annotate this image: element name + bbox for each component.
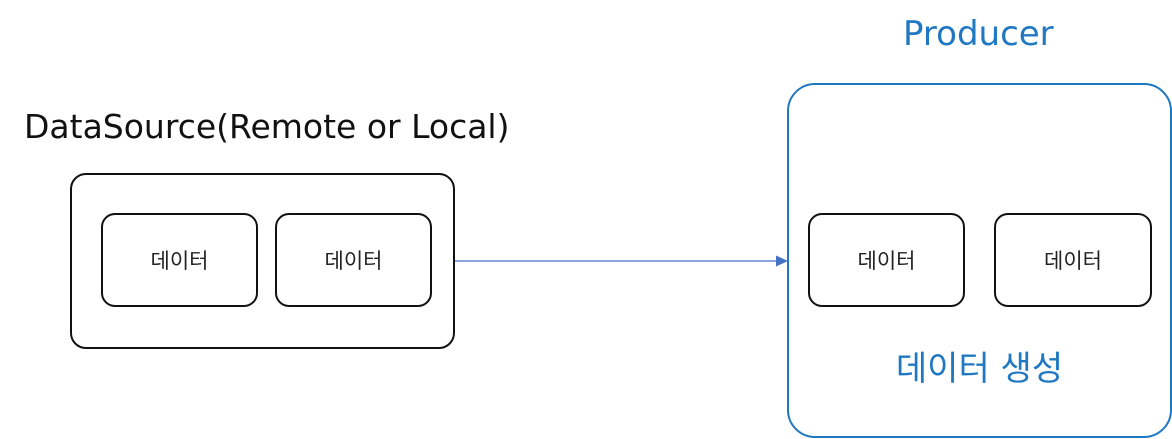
datasource-data-item: 데이터 [101,213,258,307]
datasource-data-item: 데이터 [275,213,432,307]
datasource-title: DataSource(Remote or Local) [24,107,510,146]
producer-caption: 데이터 생성 [895,349,1064,389]
producer-data-item: 데이터 [808,213,965,307]
flow-arrowhead [776,255,788,267]
producer-title: Producer [903,14,1054,54]
producer-data-item: 데이터 [994,213,1152,307]
